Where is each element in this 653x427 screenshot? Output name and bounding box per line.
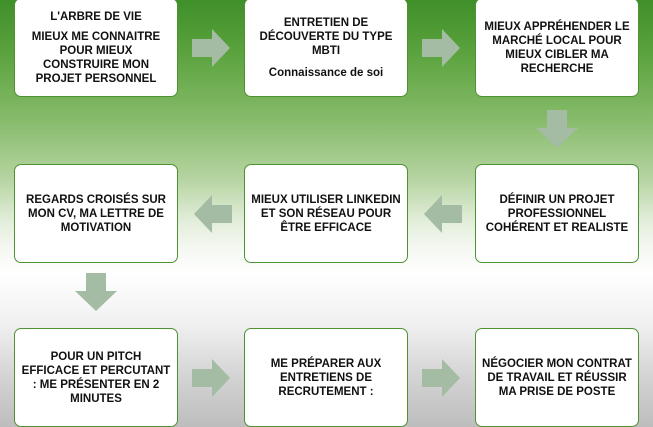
arrow-down-icon	[536, 110, 578, 148]
arrow-right-icon	[192, 29, 230, 67]
step-box-linkedin: MIEUX UTILISER LINKEDIN ET SON RÉSEAU PO…	[244, 164, 408, 263]
arrow-right-icon	[192, 359, 230, 397]
arrow-right-icon	[422, 359, 460, 397]
step-title: MIEUX UTILISER LINKEDIN ET SON RÉSEAU PO…	[251, 193, 401, 234]
step-box-arbre-de-vie: L'ARBRE DE VIE MIEUX ME CONNAITRE POUR M…	[14, 0, 178, 97]
step-title: POUR UN PITCH EFFICACE ET PERCUTANT : ME…	[21, 350, 171, 405]
step-box-entretiens-recrutement: ME PRÉPARER AUX ENTRETIENS DE RECRUTEMEN…	[244, 328, 408, 427]
arrow-down-icon	[75, 273, 117, 311]
step-title: DÉFINIR UN PROJET PROFESSIONNEL COHÉRENT…	[485, 193, 629, 234]
step-title: ME PRÉPARER AUX ENTRETIENS DE RECRUTEMEN…	[270, 357, 382, 398]
step-subtitle: Connaissance de soi	[268, 66, 384, 79]
step-box-negocier-contrat: NÉGOCIER MON CONTRAT DE TRAVAIL ET RÉUSS…	[475, 328, 639, 427]
step-box-projet-professionnel: DÉFINIR UN PROJET PROFESSIONNEL COHÉRENT…	[475, 164, 639, 263]
step-box-pitch: POUR UN PITCH EFFICACE ET PERCUTANT : ME…	[14, 328, 178, 427]
step-box-marche-local: MIEUX APPRÉHENDER LE MARCHÉ LOCAL POUR M…	[475, 0, 639, 97]
step-title: MIEUX APPRÉHENDER LE MARCHÉ LOCAL POUR M…	[484, 20, 630, 75]
step-text: MIEUX ME CONNAITRE POUR MIEUX CONSTRUIRE…	[31, 30, 161, 85]
step-title: L'ARBRE DE VIE	[50, 10, 142, 23]
arrow-left-icon	[194, 195, 232, 233]
step-title: REGARDS CROISÉS SUR MON CV, MA LETTRE DE…	[26, 193, 166, 234]
arrow-left-icon	[424, 195, 462, 233]
step-box-entretien-mbti: ENTRETIEN DE DÉCOUVERTE DU TYPE MBTI Con…	[244, 0, 408, 97]
step-box-regards-croises: REGARDS CROISÉS SUR MON CV, MA LETTRE DE…	[14, 164, 178, 263]
step-title: ENTRETIEN DE DÉCOUVERTE DU TYPE MBTI	[259, 16, 393, 57]
step-title: NÉGOCIER MON CONTRAT DE TRAVAIL ET RÉUSS…	[482, 357, 632, 398]
arrow-right-icon	[422, 29, 460, 67]
